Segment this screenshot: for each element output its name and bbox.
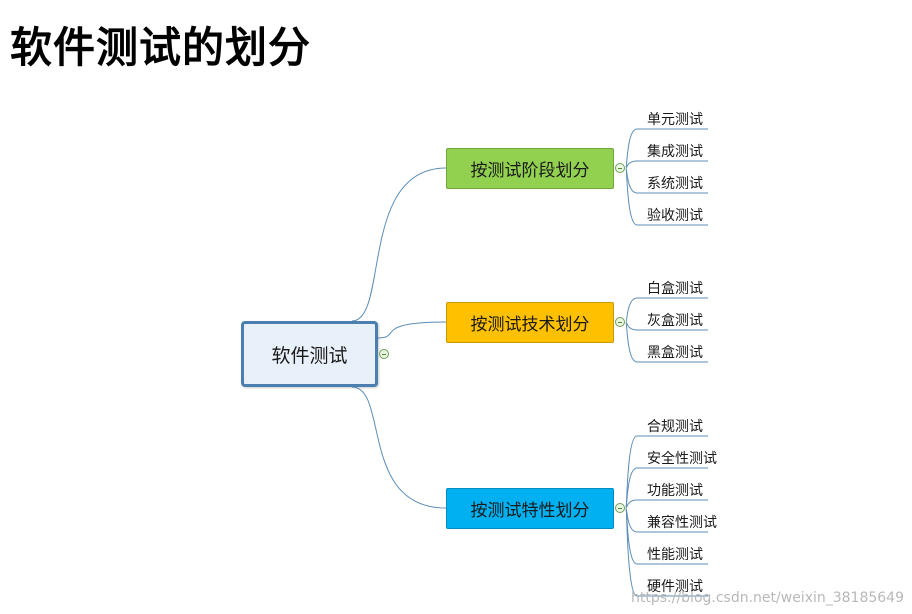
- collapse-toggle-icon[interactable]: [379, 349, 389, 359]
- leaf-node-feature[interactable]: 安全性测试: [647, 451, 717, 467]
- watermark: https://blog.csdn.net/weixin_38185649: [630, 590, 904, 606]
- branch-node-feature[interactable]: 按测试特性划分: [446, 488, 614, 529]
- leaf-edge-stage-1: [625, 160, 708, 169]
- leaf-node-feature[interactable]: 性能测试: [647, 547, 703, 563]
- branch-node-stage[interactable]: 按测试阶段划分: [446, 148, 614, 189]
- leaf-node-technique[interactable]: 白盒测试: [647, 281, 703, 297]
- leaf-edge-stage-3: [625, 167, 708, 226]
- leaf-node-stage[interactable]: 验收测试: [647, 208, 703, 224]
- collapse-toggle-icon[interactable]: [615, 503, 625, 513]
- leaf-node-technique[interactable]: 灰盒测试: [647, 313, 703, 329]
- leaf-edge-stage-0: [625, 128, 708, 169]
- leaf-edge-technique-0: [625, 297, 708, 323]
- collapse-toggle-icon[interactable]: [615, 163, 625, 173]
- leaf-edge-technique-2: [625, 321, 708, 363]
- root-node[interactable]: 软件测试: [241, 321, 378, 387]
- root-edge-technique: [377, 321, 447, 339]
- leaf-edge-feature-5: [625, 507, 708, 597]
- leaf-node-stage[interactable]: 单元测试: [647, 112, 703, 128]
- leaf-node-feature[interactable]: 功能测试: [647, 483, 703, 499]
- root-edge-feature: [351, 386, 447, 509]
- root-edge-stage: [351, 167, 447, 322]
- leaf-node-stage[interactable]: 集成测试: [647, 144, 703, 160]
- leaf-node-feature[interactable]: 硬件测试: [647, 579, 703, 595]
- page-title: 软件测试的划分: [10, 23, 312, 72]
- leaf-node-feature[interactable]: 兼容性测试: [647, 515, 717, 531]
- leaf-node-stage[interactable]: 系统测试: [647, 176, 703, 192]
- collapse-toggle-icon[interactable]: [615, 317, 625, 327]
- leaf-edge-feature-2: [625, 499, 708, 509]
- branch-node-technique[interactable]: 按测试技术划分: [446, 302, 614, 343]
- leaf-node-technique[interactable]: 黑盒测试: [647, 345, 703, 361]
- leaf-node-feature[interactable]: 合规测试: [647, 419, 703, 435]
